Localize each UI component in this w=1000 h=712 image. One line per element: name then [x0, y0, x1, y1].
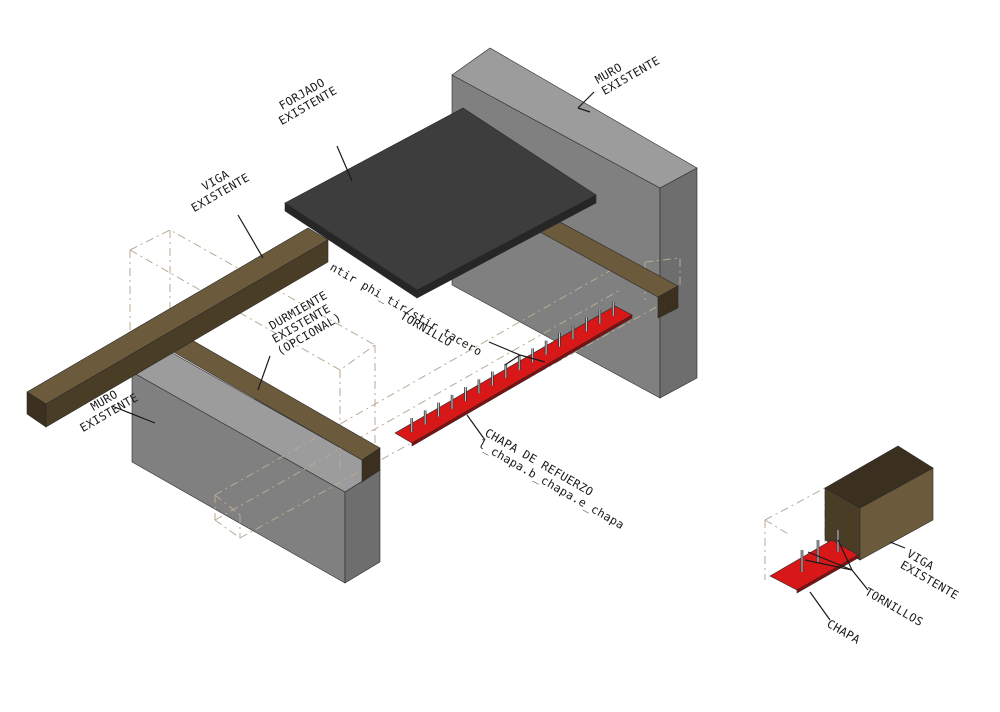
detail-beam-top: [824, 445, 934, 509]
right-wall-top: [451, 47, 698, 189]
label-viga-left: VIGA EXISTENTE: [189, 167, 252, 215]
main-beam: [26, 227, 329, 428]
label-tornillos-detail: TORNILLOS: [863, 584, 926, 629]
label-chapa-detail-text: CHAPA: [825, 616, 863, 646]
rear-beam-end: [657, 285, 679, 319]
leader-lines: [111, 91, 906, 621]
label-forjado: FORJADO EXISTENTE: [276, 75, 339, 128]
label-durmiente: DURMIENTE EXISTENTE (OPCIONAL): [267, 288, 344, 358]
slab: [284, 107, 597, 299]
reinforcement-plate: [394, 305, 633, 447]
label-tornillos-detail-text: TORNILLOS: [863, 584, 926, 629]
plate-edge: [411, 314, 633, 447]
label-viga-detail: VIGA EXISTENTE: [898, 546, 961, 602]
label-chapa-refuerzo: CHAPA DE REFUERZO l_chapa.b_chapa.e_chap…: [476, 425, 627, 532]
slab-edge-side: [416, 194, 597, 299]
detail-view: [764, 445, 934, 594]
main-beam-end: [26, 391, 47, 428]
sleeper-end: [361, 447, 381, 483]
bolts-main: [410, 301, 615, 433]
label-chapa-detail: CHAPA: [825, 616, 863, 646]
label-chapa-refuerzo-line2: l_chapa.b_chapa.e_chapa: [476, 437, 627, 532]
sleeper-beam: [169, 338, 381, 483]
label-muro-top: MURO EXISTENTE: [593, 53, 663, 98]
